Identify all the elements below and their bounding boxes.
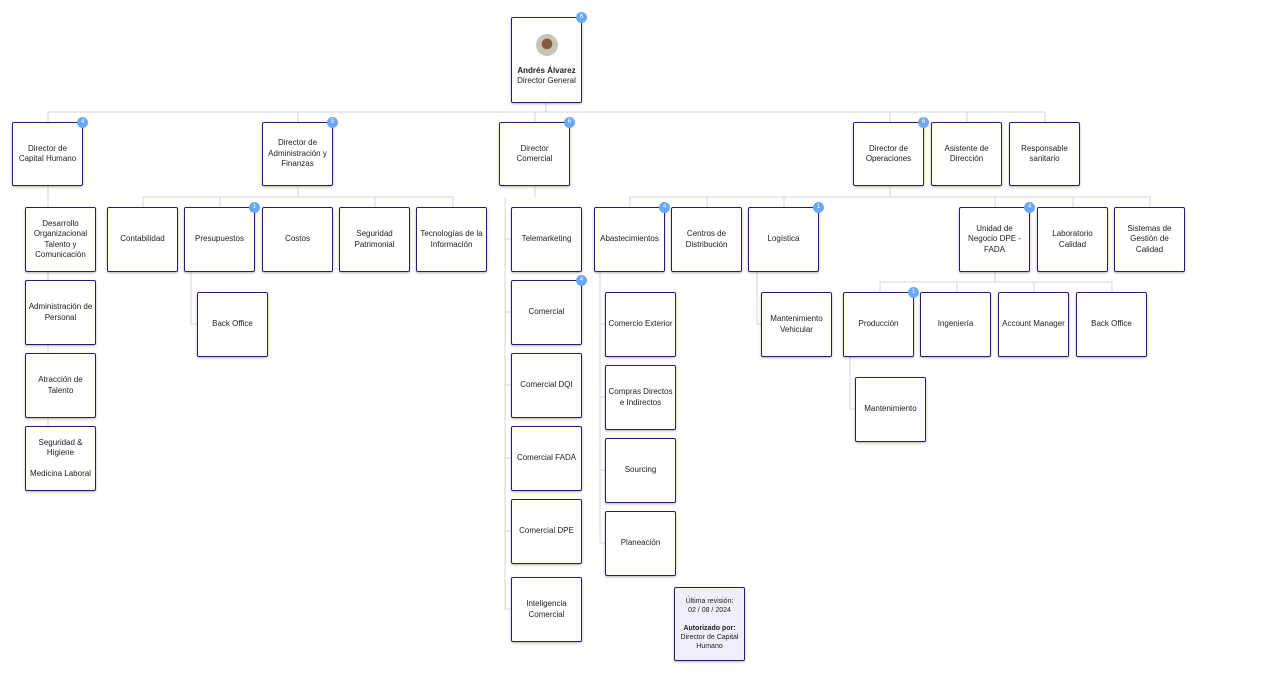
node-label: Abastecimientos bbox=[600, 234, 659, 244]
org-node[interactable]: Desarrollo Organizacional Talento y Comu… bbox=[25, 207, 96, 272]
org-node[interactable]: Account Manager bbox=[998, 292, 1069, 357]
node-label: Costos bbox=[285, 234, 310, 244]
org-node[interactable]: Telemarketing bbox=[511, 207, 582, 272]
org-node[interactable]: Comercial DQI bbox=[511, 353, 582, 418]
node-label: Director de Operaciones bbox=[865, 143, 912, 163]
count-badge[interactable]: 6 bbox=[918, 117, 929, 128]
node-label: Account Manager bbox=[1002, 319, 1065, 329]
org-node[interactable]: Responsable sanitario bbox=[1009, 122, 1080, 186]
count-badge[interactable]: 4 bbox=[77, 117, 88, 128]
org-node[interactable]: Presupuestos 1 bbox=[184, 202, 260, 272]
node-label: Comercial DPE bbox=[519, 526, 574, 536]
count-badge[interactable]: 4 bbox=[659, 202, 670, 213]
node-label: Centros de Distribución bbox=[685, 229, 728, 249]
node-label: Director de Capital Humano bbox=[18, 143, 77, 163]
node-label: Seguridad & Higiene Medicina Laboral bbox=[30, 437, 91, 478]
org-node[interactable]: Sourcing bbox=[605, 438, 676, 503]
count-badge[interactable]: 1 bbox=[908, 287, 919, 298]
node-label: Comercial FADA bbox=[516, 453, 577, 463]
org-node[interactable]: Seguridad & Higiene Medicina Laboral bbox=[25, 426, 96, 491]
node-label: Unidad de Negocio DPE - FADA bbox=[968, 223, 1021, 254]
node-label: Logística bbox=[767, 234, 800, 244]
node-label: Director de Administración y Finanzas bbox=[268, 138, 327, 169]
org-node[interactable]: Producción 1 bbox=[843, 287, 919, 357]
org-node[interactable]: Comercio Exterior bbox=[605, 292, 676, 357]
org-node[interactable]: Administración de Personal bbox=[25, 280, 96, 345]
org-node[interactable]: Back Office bbox=[1076, 292, 1147, 357]
org-node[interactable]: Tecnologías de la Información bbox=[416, 207, 487, 272]
org-node[interactable]: Abastecimientos 4 bbox=[594, 202, 670, 272]
count-badge[interactable]: 6 bbox=[564, 117, 575, 128]
org-node[interactable]: Comercial DPE bbox=[511, 499, 582, 564]
org-node[interactable]: Comercial 4 bbox=[511, 275, 587, 345]
node-label: Telemarketing bbox=[521, 234, 572, 244]
node-label: Administración de Personal bbox=[28, 302, 93, 322]
org-node[interactable]: Logística 1 bbox=[748, 202, 824, 272]
avatar bbox=[535, 33, 558, 56]
org-node[interactable]: Seguridad Patrimonial bbox=[339, 207, 410, 272]
org-node[interactable]: Asistente de Dirección bbox=[931, 122, 1002, 186]
org-node[interactable]: Comercial FADA bbox=[511, 426, 582, 491]
node-label: Desarrollo Organizacional Talento y Comu… bbox=[33, 218, 88, 259]
node-label: Seguridad Patrimonial bbox=[354, 229, 395, 249]
org-node[interactable]: Costos bbox=[262, 207, 333, 272]
node-label: Contabilidad bbox=[120, 234, 165, 244]
node-label: Mantenimiento Vehicular bbox=[770, 314, 823, 334]
node-label: Tecnologías de la Información bbox=[420, 229, 483, 249]
node-label: Ingeniería bbox=[937, 319, 974, 329]
count-badge[interactable]: 4 bbox=[576, 275, 587, 286]
org-node[interactable]: Laboratorio Calidad bbox=[1037, 207, 1108, 272]
org-node[interactable]: Mantenimiento Vehicular bbox=[761, 292, 832, 357]
node-label: Responsable sanitario bbox=[1021, 143, 1068, 163]
org-node[interactable]: Director de Capital Humano 4 bbox=[12, 117, 88, 186]
count-badge[interactable]: 1 bbox=[813, 202, 824, 213]
count-badge[interactable]: 1 bbox=[249, 202, 260, 213]
node-label: Presupuestos bbox=[195, 234, 244, 244]
org-node[interactable]: Contabilidad bbox=[107, 207, 178, 272]
org-node[interactable]: Sistemas de Gestión de Calidad bbox=[1114, 207, 1185, 272]
node-label: Planeación bbox=[620, 538, 661, 548]
node-label: Comercial DQI bbox=[520, 380, 573, 390]
node-label: Director Comercial bbox=[516, 143, 553, 163]
org-node[interactable]: Compras Directos e Indirectos bbox=[605, 365, 676, 430]
org-node[interactable]: Mantenimiento bbox=[855, 377, 926, 442]
org-node[interactable]: Back Office bbox=[197, 292, 268, 357]
count-badge[interactable]: 4 bbox=[1024, 202, 1035, 213]
org-node[interactable]: Director de Operaciones 6 bbox=[853, 117, 929, 186]
node-label: Mantenimiento bbox=[864, 404, 917, 414]
node-label: Sourcing bbox=[624, 465, 657, 475]
org-node[interactable]: Centros de Distribución bbox=[671, 207, 742, 272]
node-label: Back Office bbox=[1091, 319, 1132, 329]
node-label: Comercio Exterior bbox=[608, 319, 673, 329]
node-label: Compras Directos e Indirectos bbox=[608, 387, 673, 407]
org-node[interactable]: Inteligencia Comercial bbox=[511, 577, 582, 642]
node-label: Asistente de Dirección bbox=[944, 143, 989, 163]
node-label: Sistemas de Gestión de Calidad bbox=[1127, 223, 1172, 254]
node-label: Back Office bbox=[212, 319, 253, 329]
node-label: Laboratorio Calidad bbox=[1052, 229, 1093, 249]
revision-note: Última revisión:02 / 08 / 2024 Autorizad… bbox=[674, 587, 745, 661]
org-node[interactable]: Ingeniería bbox=[920, 292, 991, 357]
count-badge[interactable]: 6 bbox=[576, 12, 587, 23]
org-node[interactable]: Atracción de Talento bbox=[25, 353, 96, 418]
count-badge[interactable]: 5 bbox=[327, 117, 338, 128]
node-label: Producción bbox=[858, 319, 899, 329]
node-label: Inteligencia Comercial bbox=[526, 599, 567, 619]
node-label: Comercial bbox=[528, 307, 565, 317]
node-label: Atracción de Talento bbox=[38, 375, 83, 395]
org-node[interactable]: Director Comercial 6 bbox=[499, 117, 575, 186]
org-node[interactable]: Planeación bbox=[605, 511, 676, 576]
